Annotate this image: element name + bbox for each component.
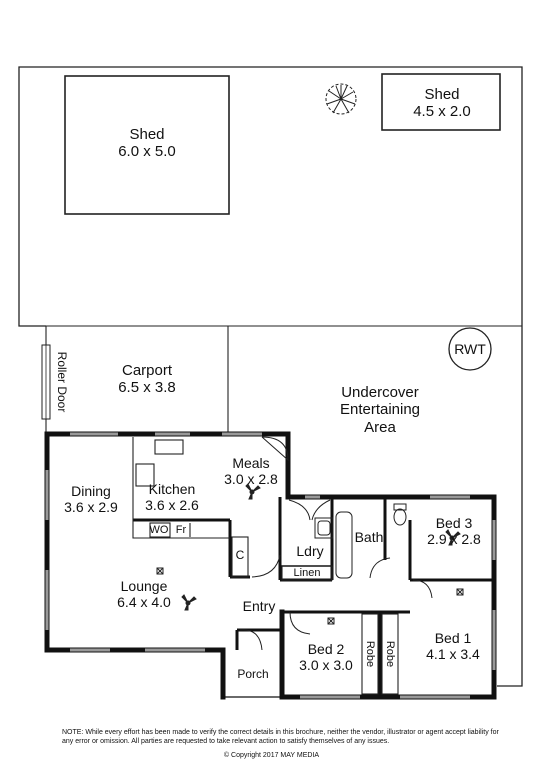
rwt-label: RWT: [454, 341, 486, 357]
property-boundary: [18, 66, 523, 687]
fr-label: Fr: [175, 524, 187, 536]
linen-label: Linen: [293, 567, 321, 579]
bath-fixtures: [314, 503, 407, 579]
kitchen-label: Kitchen 3.6 x 2.6: [145, 481, 199, 514]
windows: [45, 432, 496, 699]
kitchen-bench: [132, 437, 230, 539]
doors: [239, 436, 433, 651]
dining-label: Dining 3.6 x 2.9: [64, 483, 118, 516]
lounge-label: Lounge 6.4 x 4.0: [117, 578, 171, 611]
cupboard-label: C: [235, 548, 245, 562]
light-icons: [156, 567, 464, 625]
shed-large-outline: [64, 75, 230, 215]
robe-label-1: Robe: [364, 640, 376, 668]
carport-label: Carport 6.5 x 3.8: [118, 362, 176, 397]
robes: [231, 536, 399, 695]
copyright-text: © Copyright 2017 MAY MEDIA: [223, 752, 320, 759]
shed-small-label: Shed 4.5 x 2.0: [413, 86, 471, 121]
fan-icon-bed3: [445, 529, 461, 546]
fan-icon-lounge: [181, 594, 197, 611]
fan-icon-meals: [245, 483, 261, 500]
rwt-tank: [448, 327, 492, 371]
bed1-label: Bed 1 4.1 x 3.4: [426, 630, 480, 663]
wo-label: WO: [149, 524, 169, 536]
porch-label: Porch: [237, 667, 269, 681]
tree-icon: [325, 83, 357, 115]
robe-label-2: Robe: [384, 640, 396, 668]
disclaimer-text: NOTE: While every effort has been made t…: [62, 729, 499, 746]
meals-label: Meals 3.0 x 2.8: [224, 455, 278, 488]
entertaining-label: Undercover Entertaining Area: [339, 384, 421, 436]
ldry-label: Ldry: [296, 543, 324, 559]
bath-label: Bath: [354, 529, 384, 545]
carport-outline: [45, 326, 229, 434]
shed-small-outline: [381, 73, 501, 131]
shed-large-label: Shed 6.0 x 5.0: [118, 126, 176, 161]
roller-door-label: Roller Door: [55, 351, 69, 413]
bed3-label: Bed 3 2.9 x 2.8: [427, 515, 481, 548]
bed2-label: Bed 2 3.0 x 3.0: [299, 641, 353, 674]
roller-door: [41, 344, 51, 420]
entry-label: Entry: [242, 598, 276, 614]
